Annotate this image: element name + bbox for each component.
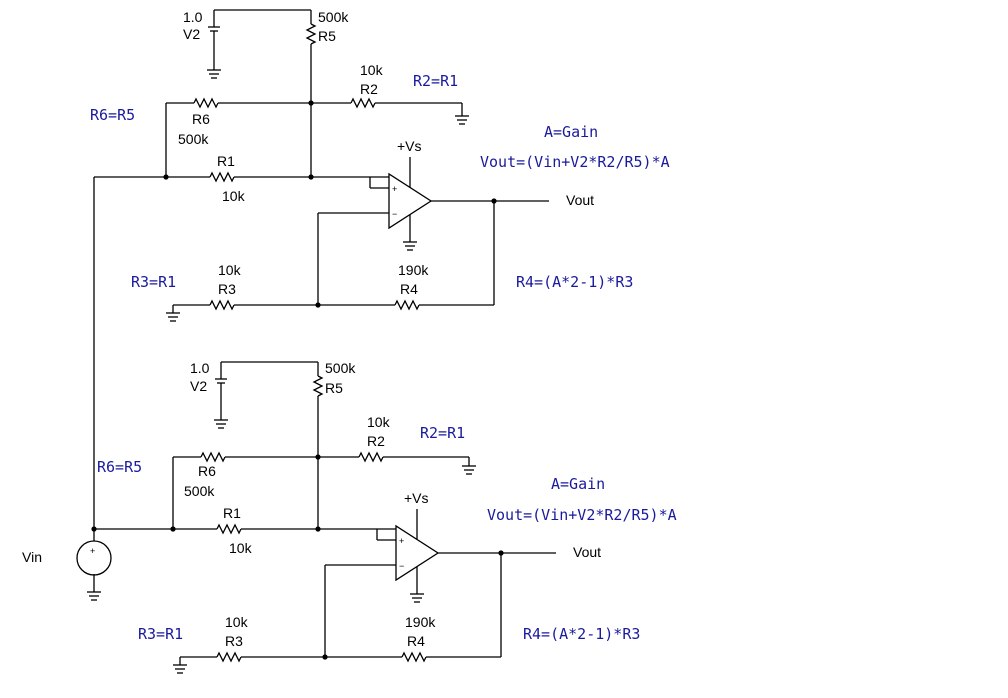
stage-2: 1.0 V2 500k R5 R6 500k R6=R5 xyxy=(91,360,677,674)
r4-note: R4=(A*2-1)*R3 xyxy=(516,273,633,291)
r6-name: R6 xyxy=(192,111,210,127)
output-label: Vout xyxy=(566,192,594,208)
r1-resistor: R1 10k xyxy=(94,505,396,556)
v2-value: 1.0 xyxy=(190,360,210,376)
r1-resistor: R1 10k xyxy=(94,153,389,204)
svg-text:−: − xyxy=(392,209,397,219)
gain-note: A=Gain xyxy=(551,475,605,493)
r3-name: R3 xyxy=(218,281,236,297)
r1-name: R1 xyxy=(223,505,241,521)
formula-note: Vout=(Vin+V2*R2/R5)*A xyxy=(487,506,677,524)
r2-note: R2=R1 xyxy=(413,72,458,90)
r3-resistor: 10k R3 R3=R1 xyxy=(138,614,325,674)
v2-name: V2 xyxy=(190,378,207,394)
r4-resistor: 190k R4 R4=(A*2-1)*R3 xyxy=(325,614,640,663)
svg-text:+: + xyxy=(392,184,397,194)
r1-value: 10k xyxy=(229,540,253,556)
r5-name: R5 xyxy=(318,28,336,44)
vin-label: Vin xyxy=(22,549,42,565)
r4-value: 190k xyxy=(398,262,429,278)
r1-value: 10k xyxy=(222,188,246,204)
gain-note: A=Gain xyxy=(544,123,598,141)
supply-label: +Vs xyxy=(397,138,422,154)
r6-resistor: R6 500k R6=R5 xyxy=(90,97,311,147)
r4-note: R4=(A*2-1)*R3 xyxy=(523,625,640,643)
r3-name: R3 xyxy=(225,633,243,649)
r4-name: R4 xyxy=(407,633,425,649)
r2-note: R2=R1 xyxy=(420,424,465,442)
formula-note: Vout=(Vin+V2*R2/R5)*A xyxy=(480,153,670,171)
v2-battery: 1.0 V2 xyxy=(190,360,228,429)
r6-note: R6=R5 xyxy=(97,458,142,476)
r6-value: 500k xyxy=(178,131,209,147)
r2-resistor: 10k R2 R2=R1 xyxy=(311,62,469,125)
r6-value: 500k xyxy=(184,483,215,499)
junctions xyxy=(163,100,497,308)
r2-name: R2 xyxy=(367,433,385,449)
svg-text:−: − xyxy=(399,561,404,571)
r2-value: 10k xyxy=(367,414,391,430)
output: Vout xyxy=(431,192,594,305)
r4-value: 190k xyxy=(405,614,436,630)
svg-text:+: + xyxy=(90,546,95,556)
svg-text:+: + xyxy=(399,536,404,546)
op-amp: + − +Vs xyxy=(318,138,433,251)
r2-resistor: 10k R2 R2=R1 xyxy=(318,414,476,475)
r3-value: 10k xyxy=(218,262,242,278)
v2-value: 1.0 xyxy=(183,9,203,25)
r3-resistor: 10k R3 R3=R1 xyxy=(131,262,318,322)
r6-resistor: R6 500k R6=R5 xyxy=(97,451,318,499)
junctions xyxy=(91,454,504,660)
r5-value: 500k xyxy=(318,9,349,25)
r5-resistor: 500k R5 xyxy=(305,9,349,103)
v2-battery: 1.0 V2 xyxy=(183,9,221,79)
r3-note: R3=R1 xyxy=(138,625,183,643)
stage-1: 1.0 V2 500k R5 R6 500k R6=R5 xyxy=(90,9,670,322)
r2-value: 10k xyxy=(360,62,384,78)
supply-label: +Vs xyxy=(404,490,429,506)
r5-name: R5 xyxy=(325,380,343,396)
r2-name: R2 xyxy=(360,81,378,97)
r5-value: 500k xyxy=(325,360,356,376)
r4-name: R4 xyxy=(400,281,418,297)
v2-name: V2 xyxy=(183,26,200,42)
output-label: Vout xyxy=(573,544,601,560)
vin-source: + Vin xyxy=(22,540,112,576)
output: Vout xyxy=(438,544,601,657)
r3-value: 10k xyxy=(225,614,249,630)
r6-note: R6=R5 xyxy=(90,106,135,124)
input-wiring xyxy=(87,177,101,601)
op-amp: + − +Vs xyxy=(325,490,440,603)
r4-resistor: 190k R4 R4=(A*2-1)*R3 xyxy=(318,262,633,311)
r6-name: R6 xyxy=(198,463,216,479)
r3-note: R3=R1 xyxy=(131,273,176,291)
r1-name: R1 xyxy=(217,153,235,169)
r5-resistor: 500k R5 xyxy=(312,360,356,457)
